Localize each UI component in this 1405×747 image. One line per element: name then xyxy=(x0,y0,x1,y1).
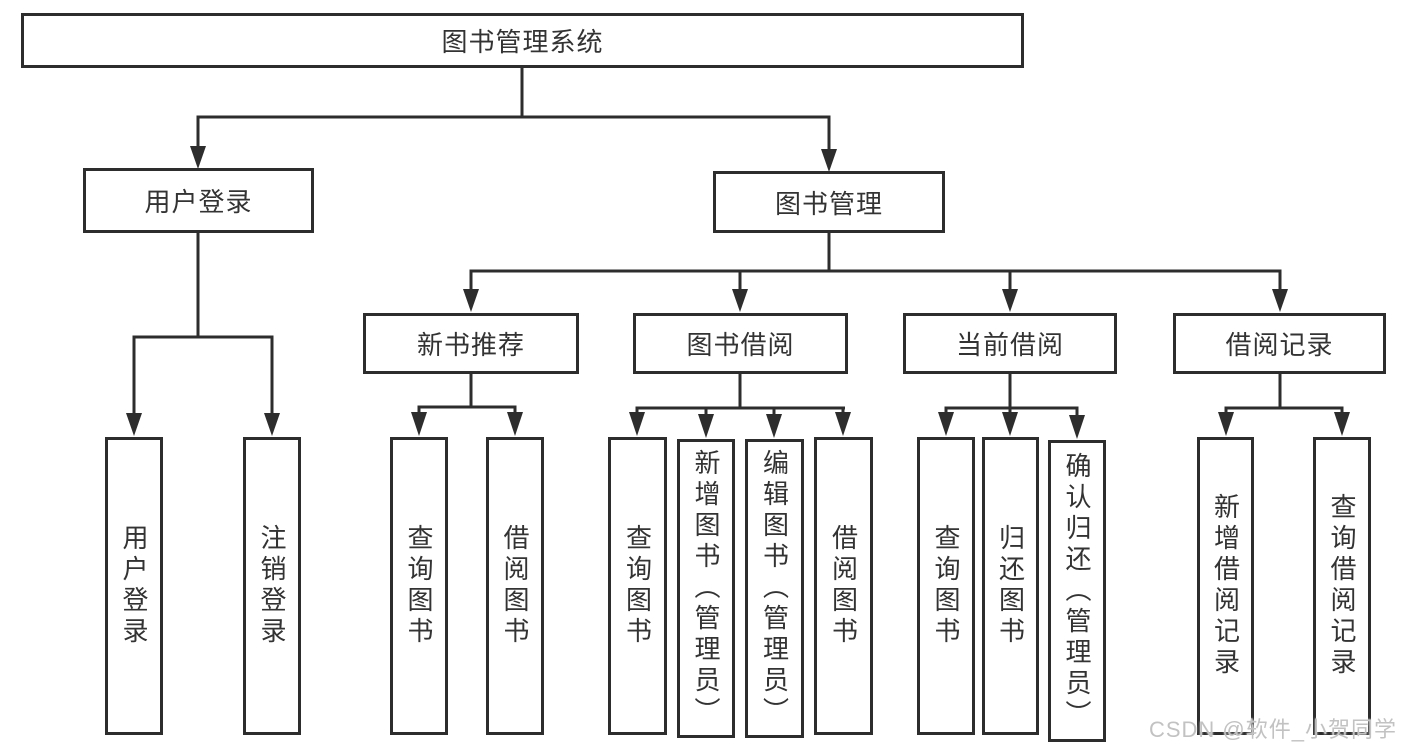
leaf-current-return-book-label: 归还图书 xyxy=(995,524,1026,648)
connector-user-login-children xyxy=(126,233,280,436)
leaf-current-query-book: 查询图书 xyxy=(917,437,975,735)
node-new-book-recommendation-label: 新书推荐 xyxy=(416,330,525,360)
connector-current-borrow-children xyxy=(938,374,1085,439)
leaf-current-query-book-label: 查询图书 xyxy=(931,524,961,648)
connector-root-to-level2 xyxy=(190,68,837,172)
leaf-logout: 注销登录 xyxy=(243,437,301,735)
leaf-current-return-book: 归还图书 xyxy=(982,437,1039,735)
connector-book-borrow-children xyxy=(629,374,851,438)
node-book-management-label: 图书管理 xyxy=(774,188,883,219)
leaf-borrow-add-book-admin: 新增图书（管理员） xyxy=(677,439,735,738)
csdn-watermark: CSDN @软件_小贺同学 xyxy=(1148,717,1397,742)
node-book-management: 图书管理 xyxy=(713,171,945,233)
leaf-borrow-query-book-label: 查询图书 xyxy=(622,524,653,648)
leaf-record-query: 查询借阅记录 xyxy=(1313,437,1371,735)
leaf-current-confirm-return-admin: 确认归还（管理员） xyxy=(1048,440,1106,742)
leaf-record-add-label: 新增借阅记录 xyxy=(1210,493,1241,679)
leaf-borrow-borrow-book-label: 借阅图书 xyxy=(828,524,859,648)
node-book-borrowing: 图书借阅 xyxy=(633,313,848,374)
node-library-system: 图书管理系统 xyxy=(21,13,1024,68)
leaf-rec-query-book-label: 查询图书 xyxy=(404,524,434,648)
leaf-current-confirm-return-admin-label: 确认归还（管理员） xyxy=(1062,451,1092,731)
leaf-borrow-add-book-admin-label: 新增图书（管理员） xyxy=(691,449,721,728)
leaf-logout-label: 注销登录 xyxy=(257,524,287,648)
leaf-borrow-edit-book-admin-label: 编辑图书（管理员） xyxy=(759,449,790,728)
leaf-borrow-edit-book-admin: 编辑图书（管理员） xyxy=(745,439,804,738)
node-current-borrowing: 当前借阅 xyxy=(903,313,1117,374)
leaf-record-add: 新增借阅记录 xyxy=(1197,437,1254,735)
connector-new-book-children xyxy=(411,374,523,436)
leaf-user-login: 用户登录 xyxy=(105,437,163,735)
node-book-borrowing-label: 图书借阅 xyxy=(686,330,795,360)
connector-book-mgmt-children xyxy=(463,233,1288,312)
node-borrowing-records: 借阅记录 xyxy=(1173,313,1386,374)
node-user-login-label: 用户登录 xyxy=(144,187,253,217)
leaf-borrow-query-book: 查询图书 xyxy=(608,437,667,735)
node-user-login: 用户登录 xyxy=(83,168,314,233)
leaf-rec-borrow-book: 借阅图书 xyxy=(486,437,544,735)
leaf-rec-query-book: 查询图书 xyxy=(390,437,448,735)
leaf-user-login-label: 用户登录 xyxy=(119,524,149,648)
leaf-rec-borrow-book-label: 借阅图书 xyxy=(500,524,530,648)
connector-borrow-rec-children xyxy=(1218,374,1350,436)
node-new-book-recommendation: 新书推荐 xyxy=(363,313,579,374)
leaf-record-query-label: 查询借阅记录 xyxy=(1327,493,1357,679)
node-borrowing-records-label: 借阅记录 xyxy=(1225,330,1334,360)
leaf-borrow-borrow-book: 借阅图书 xyxy=(814,437,873,735)
node-library-system-label: 图书管理系统 xyxy=(441,27,604,57)
node-current-borrowing-label: 当前借阅 xyxy=(955,330,1064,360)
